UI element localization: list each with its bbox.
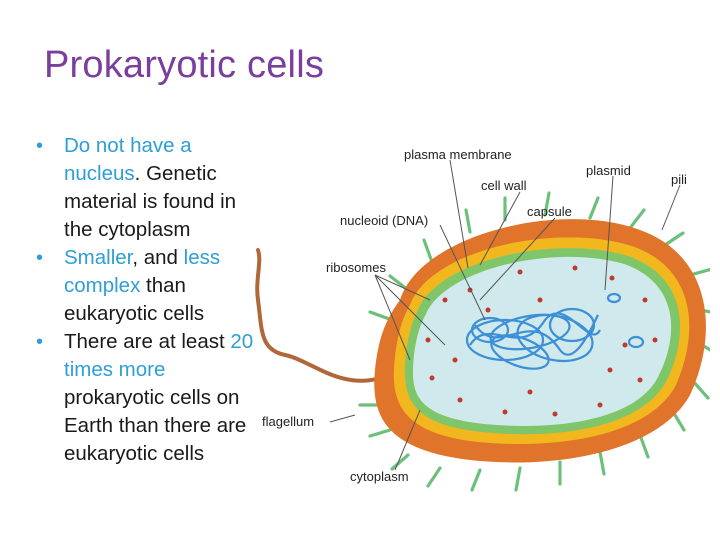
bullet-text: Smaller, and less complex than eukaryoti…	[64, 246, 220, 325]
label-cytoplasm: cytoplasm	[350, 469, 409, 484]
label-pointers	[329, 159, 681, 471]
bullet-highlight: Smaller	[64, 246, 133, 269]
bullet-segment: , and	[132, 246, 184, 269]
bullet-dot-icon: •	[36, 247, 44, 269]
bullet-item: • There are at least 20 times more prokar…	[30, 328, 270, 468]
label-plasma-membrane: plasma membrane	[404, 147, 512, 162]
bullet-highlight: Do not have a nucleus	[64, 134, 192, 185]
bullet-segment: . Genetic material is found in the cytop…	[64, 162, 237, 241]
ribosomes-group	[425, 265, 658, 417]
bullet-highlight: less complex	[64, 246, 221, 297]
bullet-list: • Do not have a nucleus. Genetic material…	[30, 132, 270, 468]
bullet-segment: than eukaryotic cells	[64, 274, 205, 325]
label-pili: pili	[671, 172, 687, 187]
label-capsule: capsule	[527, 204, 572, 219]
label-ribosomes: ribosomes	[326, 260, 386, 275]
bullet-text: There are at least 20 times more prokary…	[64, 330, 253, 465]
bullet-item: • Do not have a nucleus. Genetic material…	[30, 132, 270, 244]
bullet-highlight: 20 times more	[64, 330, 254, 381]
flagellum-shape	[255, 248, 382, 383]
label-cell-wall: cell wall	[481, 178, 527, 193]
nucleoid-dna-shape	[465, 307, 601, 370]
bullet-item: • Smaller, and less complex than eukaryot…	[30, 244, 270, 328]
bullet-text: Do not have a nucleus. Genetic material …	[64, 134, 236, 241]
plasmid-shape	[606, 292, 645, 349]
slide-title: Prokaryotic cells	[44, 44, 325, 86]
label-flagellum: flagellum	[262, 414, 314, 429]
bullet-dot-icon: •	[36, 135, 44, 157]
label-nucleoid: nucleoid (DNA)	[340, 213, 428, 228]
label-plasmid: plasmid	[586, 163, 631, 178]
bullet-dot-icon: •	[36, 331, 44, 353]
prokaryote-diagram: plasma membrane plasmid pili cell wall c…	[255, 147, 710, 492]
bullet-segment: prokaryotic cells on Earth than there ar…	[64, 386, 247, 465]
bullet-segment: There are at least	[64, 330, 231, 353]
pili-group	[358, 191, 710, 492]
